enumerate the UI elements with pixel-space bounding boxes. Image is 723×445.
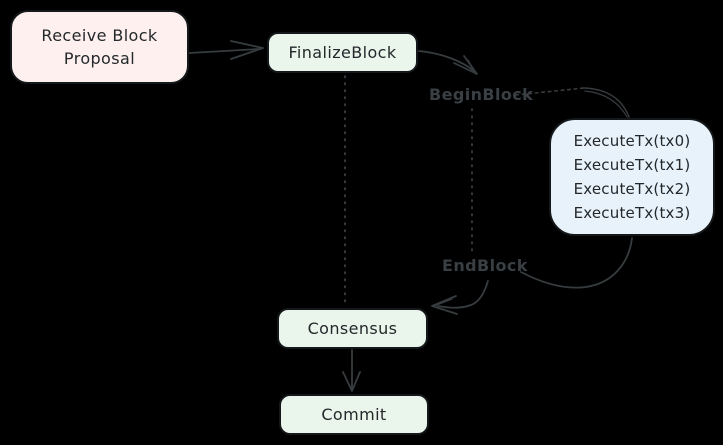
execute-tx-line-3: ExecuteTx(tx3) (573, 204, 691, 222)
line-execute-to-endblock (520, 237, 633, 289)
arrow-endblock-to-consensus (431, 280, 489, 315)
node-finalize-block: FinalizeBlock (267, 32, 418, 73)
arrow-finalize-to-beginblock (418, 50, 478, 75)
line-beginblock-to-execute (515, 87, 630, 118)
execute-tx-line-1: ExecuteTx(tx1) (573, 156, 691, 174)
execute-tx-line-0: ExecuteTx(tx0) (573, 132, 691, 150)
node-execute-tx: ExecuteTx(tx0) ExecuteTx(tx1) ExecuteTx(… (549, 118, 715, 236)
execute-tx-line-2: ExecuteTx(tx2) (573, 180, 691, 198)
begin-block-label: BeginBlock (429, 85, 534, 104)
arrow-receive-to-finalize (188, 40, 264, 60)
node-receive-block-proposal: Receive Block Proposal (10, 10, 189, 84)
node-consensus: Consensus (277, 308, 428, 349)
arrow-consensus-to-commit (342, 349, 361, 392)
node-commit: Commit (279, 394, 429, 435)
end-block-label: EndBlock (442, 256, 528, 275)
